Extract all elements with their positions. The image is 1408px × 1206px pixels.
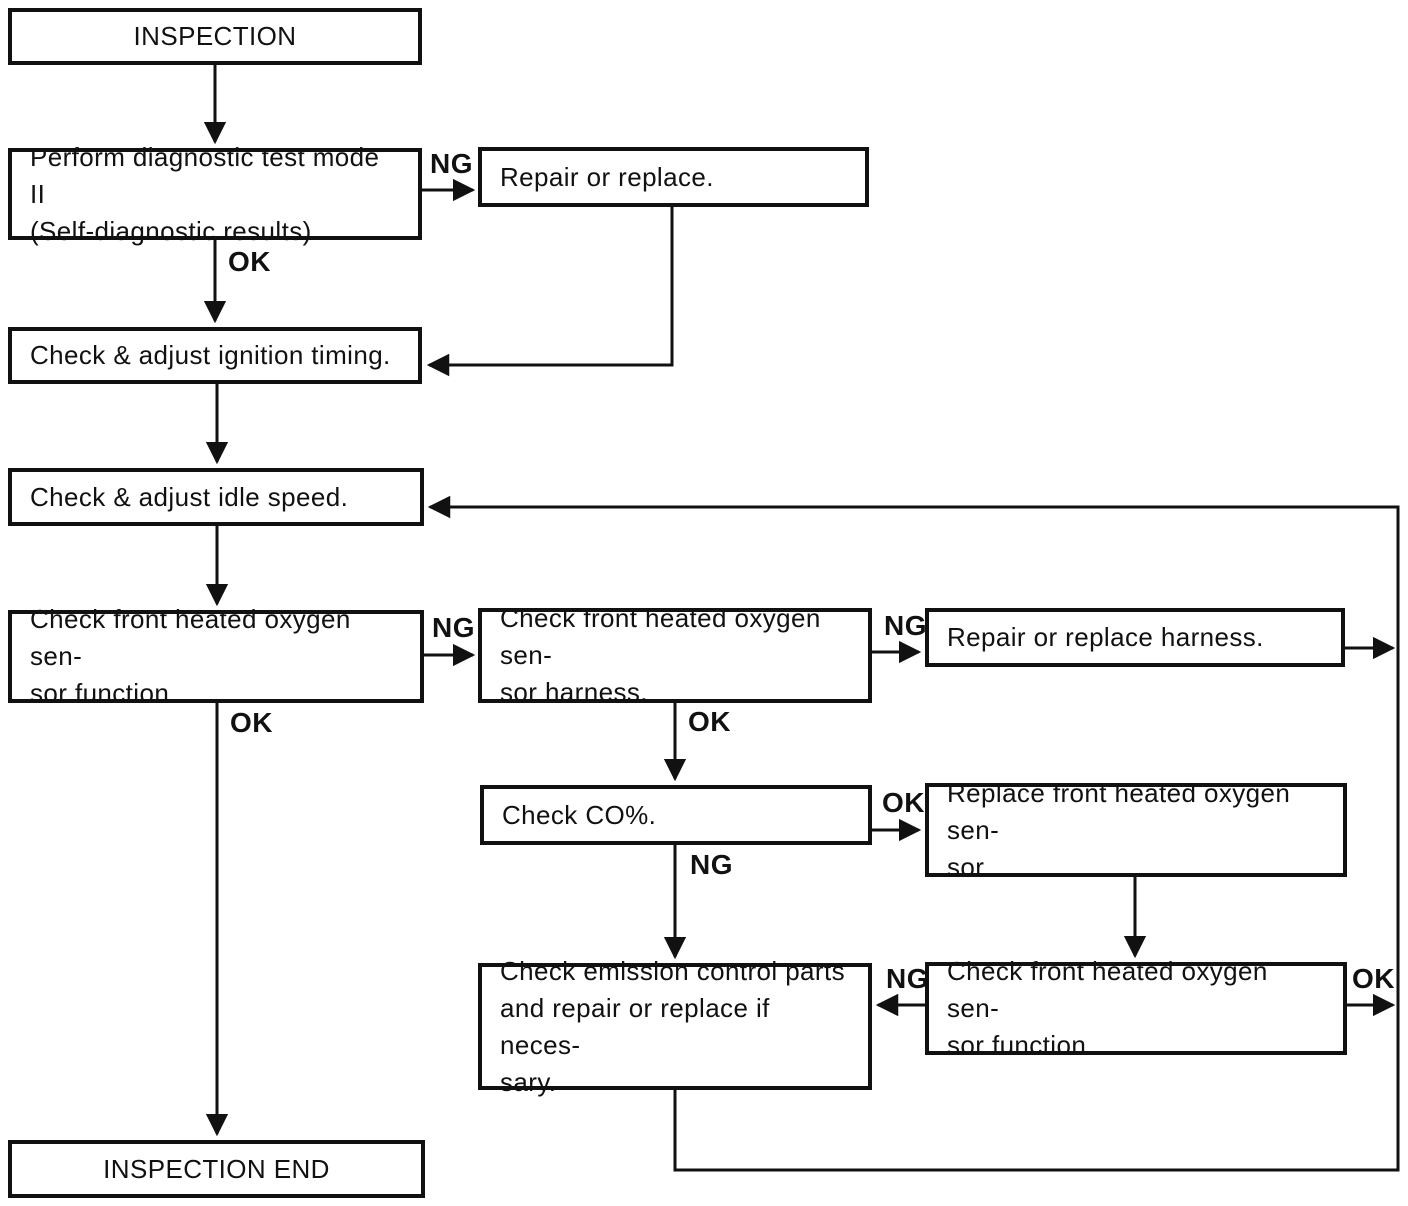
node-idle-speed-label: Check & adjust idle speed. xyxy=(30,481,349,512)
node-replace-sensor-line2: sor. xyxy=(947,851,991,882)
node-replace-sensor-line1: Replace front heated oxygen sen- xyxy=(947,777,1291,845)
node-sensor-function-left-line1: Check front heated oxygen sen- xyxy=(30,604,351,671)
edge-label-co-ng: NG xyxy=(690,849,733,880)
node-sensor-harness-line1: Check front heated oxygen sen- xyxy=(500,603,821,670)
node-perform-diagnostic: Perform diagnostic test mode II (Self-di… xyxy=(8,142,422,246)
node-replace-sensor: Replace front heated oxygen sen- sor. xyxy=(925,778,1347,882)
node-perform-diagnostic-line2: (Self-diagnostic results). xyxy=(30,215,320,246)
node-ignition-timing: Check & adjust ignition timing. xyxy=(8,327,422,384)
node-sensor-function-right-line2: sor function. xyxy=(947,1030,1094,1060)
edge-label-function-ok: OK xyxy=(230,707,273,738)
connector-repair-to-ignition xyxy=(426,207,674,377)
connector-emission-feedback-loop xyxy=(427,495,1400,1172)
edge-label-co-ok: OK xyxy=(882,787,925,818)
node-sensor-harness: Check front heated oxygen sen- sor harne… xyxy=(478,603,872,707)
node-perform-diagnostic-line1: Perform diagnostic test mode II xyxy=(30,141,380,209)
edge-label-diagnostic-ng: NG xyxy=(430,148,473,179)
node-repair-harness-label: Repair or replace harness. xyxy=(947,622,1264,652)
node-inspection: INSPECTION xyxy=(8,8,422,65)
node-sensor-function-right-line1: Check front heated oxygen sen- xyxy=(947,956,1268,1023)
node-emission-parts-line3: sary. xyxy=(500,1066,557,1097)
node-emission-parts: Check emission control parts and repair … xyxy=(478,956,872,1097)
node-emission-parts-line1: Check emission control parts xyxy=(500,955,845,986)
node-inspection-label: INSPECTION xyxy=(133,21,297,51)
node-sensor-function-left: Check front heated oxygen sen- sor funct… xyxy=(8,604,424,708)
node-check-co: Check CO%. xyxy=(480,785,872,845)
edge-label-diagnostic-ok: OK xyxy=(228,246,271,277)
edge-label-harness-ng: NG xyxy=(884,610,927,641)
edge-label-refunction-ok: OK xyxy=(1352,963,1395,994)
edge-label-refunction-ng: NG xyxy=(886,963,929,994)
node-repair-or-replace: Repair or replace. xyxy=(478,147,869,207)
edge-label-function-ng: NG xyxy=(432,612,475,643)
node-inspection-end: INSPECTION END xyxy=(8,1140,425,1198)
node-sensor-function-left-line2: sor function. xyxy=(30,678,177,708)
node-check-co-label: Check CO%. xyxy=(502,799,657,830)
node-idle-speed: Check & adjust idle speed. xyxy=(8,468,424,526)
node-repair-or-replace-label: Repair or replace. xyxy=(500,161,714,192)
node-ignition-timing-label: Check & adjust ignition timing. xyxy=(30,340,391,370)
node-repair-harness: Repair or replace harness. xyxy=(925,608,1345,667)
node-sensor-harness-line2: sor harness. xyxy=(500,677,648,707)
node-sensor-function-right: Check front heated oxygen sen- sor funct… xyxy=(925,956,1347,1060)
edge-label-harness-ok: OK xyxy=(688,706,731,737)
node-emission-parts-line2: and repair or replace if neces- xyxy=(500,992,770,1060)
node-inspection-end-label: INSPECTION END xyxy=(103,1153,330,1184)
